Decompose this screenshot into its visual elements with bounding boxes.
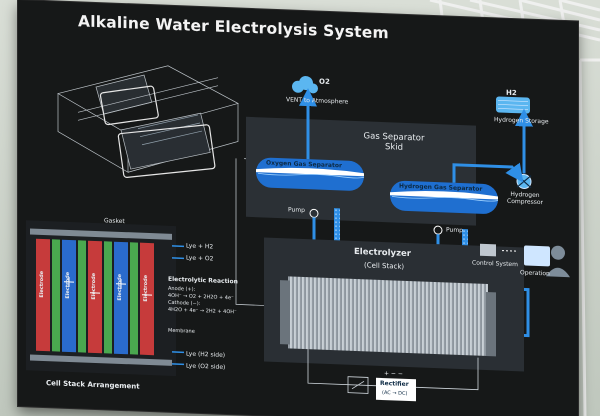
rectifier-sub-label: (AC → DC) xyxy=(382,390,407,397)
hydrogen-compressor-label: Hydrogen Compressor xyxy=(502,191,548,207)
o2-vent-cloud-icon xyxy=(292,76,318,94)
hydrogen-compressor-icon xyxy=(517,174,531,189)
lye-o2-label: Lye + O2 xyxy=(186,254,213,262)
gasket-label: Gasket xyxy=(104,217,125,225)
o2-label: O2 xyxy=(319,78,330,86)
operation-label: Operation xyxy=(520,269,550,277)
cathode-label: Cathode (−): xyxy=(168,300,200,307)
lye-o2-side-label: Lye (O2 side) xyxy=(186,362,225,371)
electrode-label-4: Electrode xyxy=(117,274,123,301)
gas-separator-skid-label: Gas Separator Skid xyxy=(354,131,434,154)
pump-left-label: Pump xyxy=(288,206,305,214)
membrane-label: Membrane xyxy=(168,328,195,335)
pump-right-label: Pump xyxy=(446,226,463,234)
electrode-label-3: Electrode xyxy=(91,273,97,300)
pump-right-icon xyxy=(434,226,442,234)
electrode-label-2: Electrode xyxy=(65,272,71,299)
anode-label: Anode (+): xyxy=(168,286,195,293)
cell-stack-label: (Cell Stack) xyxy=(364,261,404,271)
electrolyzer-label: Electrolyzer xyxy=(354,247,411,259)
cell-stack-arrangement-diagram xyxy=(26,220,184,376)
h2-label: H2 xyxy=(506,89,517,97)
lye-h2-label: Lye + H2 xyxy=(186,242,213,250)
cell-stack xyxy=(288,276,488,356)
hydrogen-storage-icon xyxy=(496,96,530,113)
lye-h2-side-label: Lye (H2 side) xyxy=(186,350,225,359)
rectifier-label: Rectifier xyxy=(380,380,409,388)
electrode-label-1: Electrode xyxy=(39,271,45,298)
rectifier-signs: + − − xyxy=(384,370,403,378)
poster: Alkaline Water Electrolysis System xyxy=(18,0,578,416)
electrode-label-5: Electrode xyxy=(143,275,149,302)
